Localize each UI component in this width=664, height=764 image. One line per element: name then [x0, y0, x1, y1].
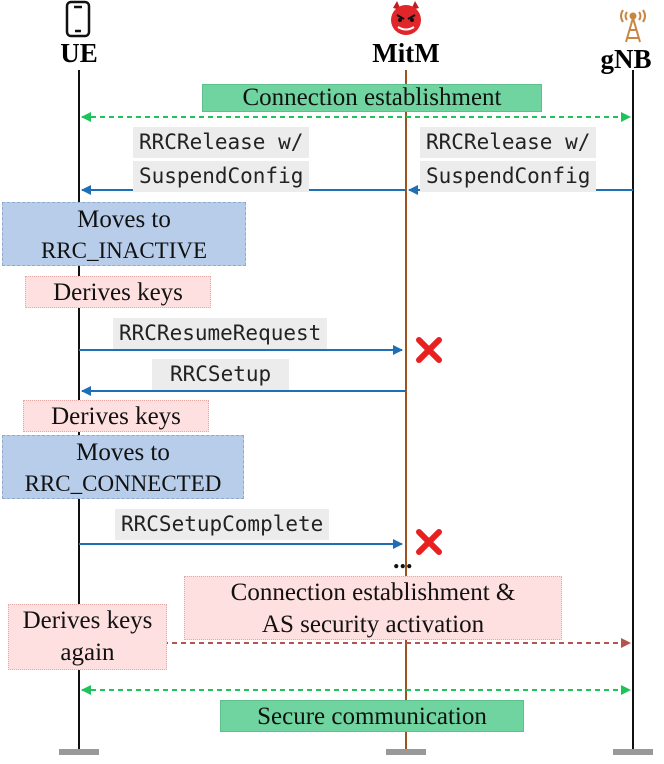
antenna-tower-icon: [620, 9, 646, 43]
moves-to-inactive-line2: RRC_INACTIVE: [40, 238, 208, 263]
as-security-line2: AS security activation: [261, 611, 485, 638]
cross-icon: [416, 529, 442, 555]
derives-keys-again-note: Derives keys again: [8, 604, 167, 670]
entity-gnb: gNB: [600, 44, 652, 74]
secure-communication-note: Secure communication: [220, 700, 524, 732]
rrc-release-right-line2: SuspendConfig: [420, 161, 597, 192]
rrc-resume-request-label: RRCResumeRequest: [113, 318, 328, 349]
cross-icon: [416, 337, 442, 363]
rrc-release-left-line1: RRCRelease w/: [133, 127, 310, 158]
as-security-line1: Connection establishment &: [230, 579, 516, 606]
as-security-note: Connection establishment & AS security a…: [184, 576, 562, 640]
derives-keys-again-line2: again: [60, 639, 115, 666]
rrc-setup-complete-label: RRCSetupComplete: [115, 509, 330, 540]
ellipsis: ...: [393, 545, 413, 574]
derives-keys-note: Derives keys: [25, 276, 211, 308]
derives-keys-again-line1: Derives keys: [22, 607, 153, 634]
devil-face-icon: [391, 1, 421, 35]
moves-to-connected-note: Moves to RRC_CONNECTED: [2, 435, 244, 499]
derives-keys-note: Derives keys: [23, 400, 209, 432]
entity-ue: UE: [60, 38, 98, 68]
phone-icon: [65, 0, 91, 38]
entity-mitm: MitM: [372, 38, 440, 68]
moves-to-inactive-line1: Moves to: [77, 206, 171, 233]
conn-establishment-note: Connection establishment: [202, 84, 542, 112]
rrc-setup-label: RRCSetup: [152, 359, 290, 390]
rrc-release-right-line1: RRCRelease w/: [420, 127, 597, 158]
moves-to-connected-line2: RRC_CONNECTED: [24, 471, 222, 496]
moves-to-inactive-note: Moves to RRC_INACTIVE: [2, 202, 246, 266]
rrc-release-left-line2: SuspendConfig: [133, 161, 310, 192]
moves-to-connected-line1: Moves to: [76, 439, 170, 466]
